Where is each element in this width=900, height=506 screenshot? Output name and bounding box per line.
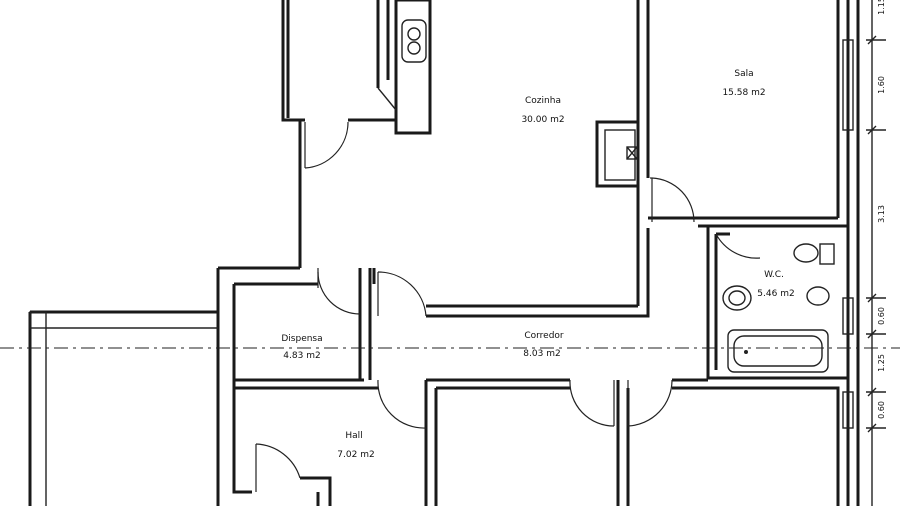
dimension-chain: 1.15 1.60 3.13 0.60 1.25 0.60 bbox=[866, 0, 886, 506]
room-area-corredor: 8.03 m2 bbox=[523, 349, 560, 359]
room-area-hall: 7.02 m2 bbox=[337, 450, 374, 460]
fixtures bbox=[401, 19, 835, 373]
dimension-label: 0.60 bbox=[877, 307, 886, 325]
room-name-hall: Hall bbox=[345, 431, 362, 441]
room-area-dispensa: 4.83 m2 bbox=[283, 351, 320, 361]
room-name-corredor: Corredor bbox=[524, 331, 564, 341]
room-labels: Cozinha 30.00 m2 Sala 15.58 m2 W.C. 5.46… bbox=[281, 69, 794, 460]
room-area-sala: 15.58 m2 bbox=[722, 88, 765, 98]
dimension-label: 0.60 bbox=[877, 401, 886, 419]
dimension-label: 1.25 bbox=[877, 354, 886, 372]
room-name-sala: Sala bbox=[734, 69, 753, 79]
room-name-wc: W.C. bbox=[764, 270, 784, 280]
walls bbox=[28, 0, 860, 506]
room-area-wc: 5.46 m2 bbox=[757, 289, 794, 299]
room-area-cozinha: 30.00 m2 bbox=[521, 115, 564, 125]
dimension-label: 3.13 bbox=[877, 205, 886, 223]
room-name-dispensa: Dispensa bbox=[281, 334, 322, 344]
room-name-cozinha: Cozinha bbox=[525, 96, 561, 106]
doors bbox=[255, 121, 761, 492]
dimension-label: 1.15 bbox=[877, 0, 886, 15]
dimension-label: 1.60 bbox=[877, 76, 886, 94]
